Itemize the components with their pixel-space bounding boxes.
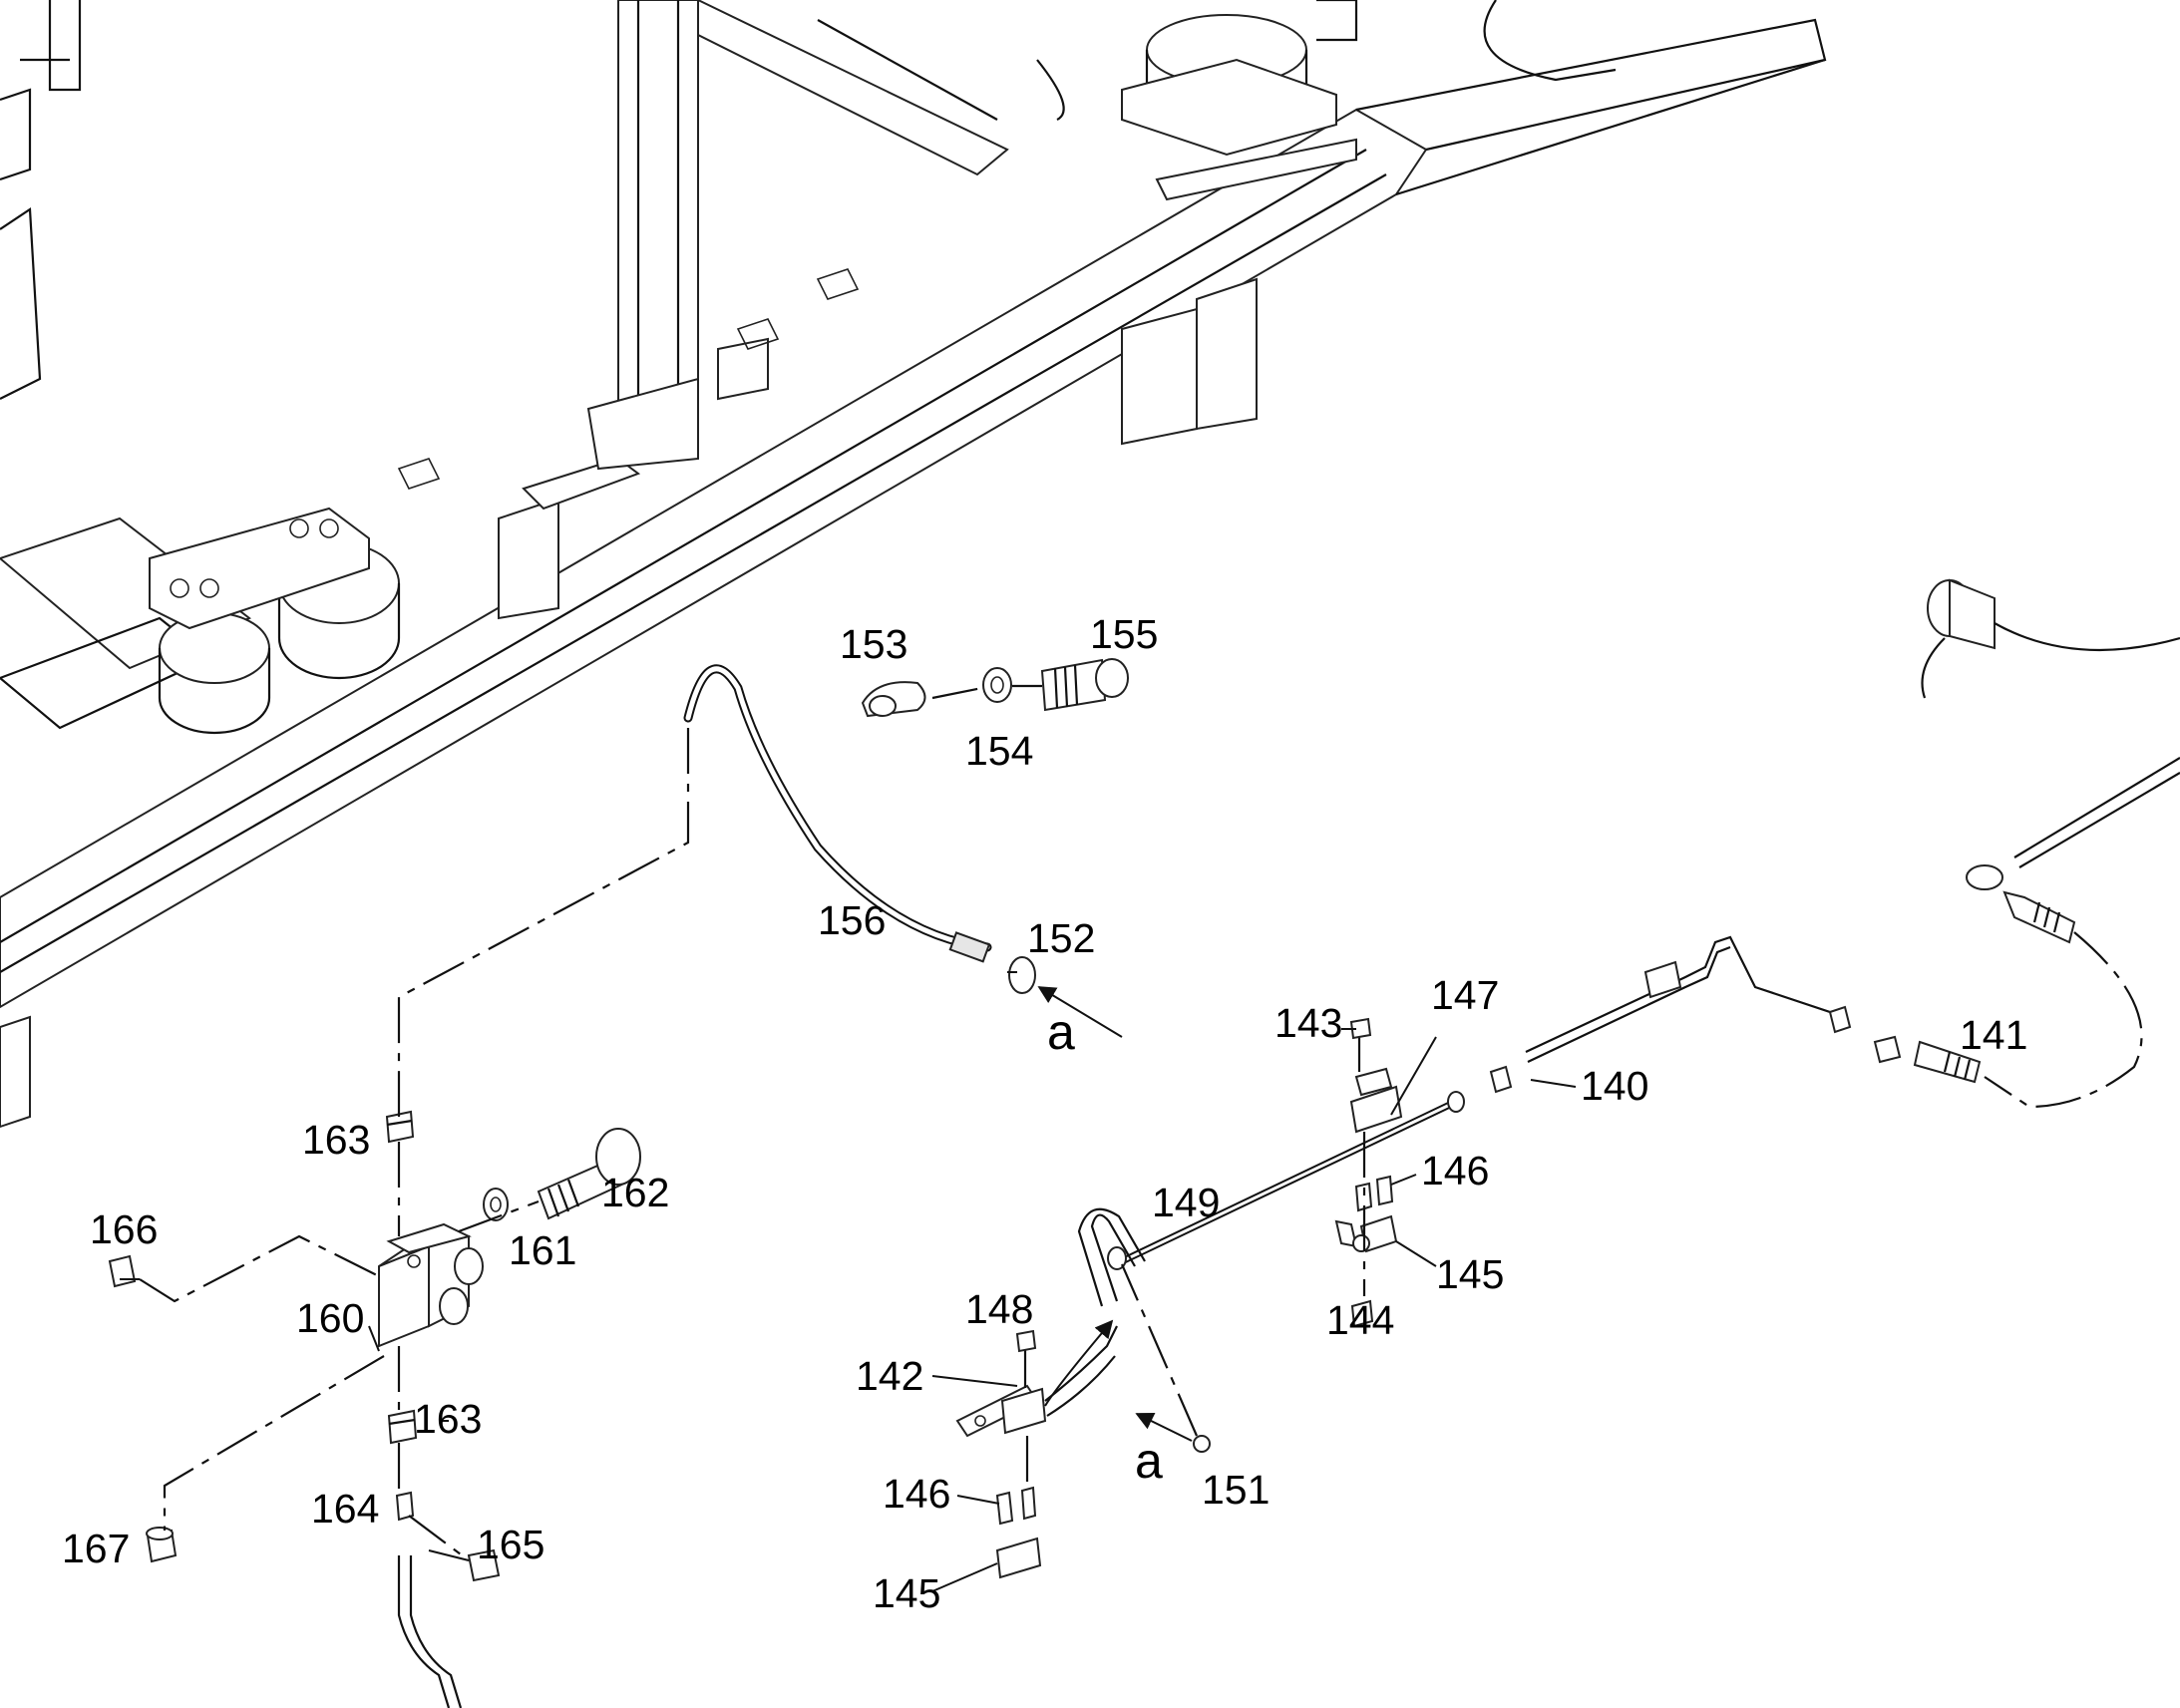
callout-147: 147 [1431,972,1499,1018]
callout-163-lower: 163 [414,1396,482,1442]
callout-164: 164 [311,1486,379,1532]
clamp-upper [1334,1017,1403,1328]
view-label-a-upper: a [1047,1004,1075,1060]
view-label-a-lower: a [1135,1433,1163,1489]
callout-146-lower: 146 [883,1471,950,1517]
callout-154: 154 [965,728,1033,774]
callout-152: 152 [1027,915,1095,961]
callout-145-upper: 145 [1436,1251,1504,1297]
callout-141: 141 [1960,1012,2027,1058]
callout-165: 165 [477,1522,545,1567]
callout-148: 148 [965,1286,1033,1332]
callout-155: 155 [1090,611,1158,657]
fittings-163-167 [108,728,690,1708]
rod-149 [1077,1091,1465,1307]
callout-labels: 140 141 142 143 144 145 145 146 146 147 … [62,611,2027,1616]
callout-145-lower: 145 [873,1570,940,1616]
callout-149: 149 [1152,1180,1220,1225]
callout-166: 166 [90,1206,158,1252]
callout-161: 161 [509,1227,576,1273]
callout-163-upper: 163 [302,1117,370,1163]
hose-156 [683,664,1036,994]
pipe-140-141 [1489,864,2143,1109]
bolt-162 [458,1128,641,1233]
callout-167: 167 [62,1526,130,1571]
callout-162: 162 [601,1170,669,1215]
callout-146-upper: 146 [1421,1148,1489,1194]
callout-160: 160 [296,1295,364,1341]
callout-144: 144 [1326,1297,1394,1343]
chassis-frame [0,0,2180,1129]
callout-151: 151 [1202,1467,1270,1513]
view-arrow-a-upper [1037,986,1123,1038]
callout-143: 143 [1274,1000,1342,1046]
callout-156: 156 [818,897,886,943]
callout-140: 140 [1581,1063,1648,1109]
view-arrow-rod [1044,1319,1114,1407]
fitting-153-155 [861,658,1129,718]
callout-142: 142 [856,1353,923,1399]
view-arrow-a-lower [1135,1413,1193,1442]
leader-lines [120,971,1577,1592]
clamp-lower [955,1263,1211,1579]
valve-block-160 [378,1222,484,1348]
callout-153: 153 [840,621,908,667]
